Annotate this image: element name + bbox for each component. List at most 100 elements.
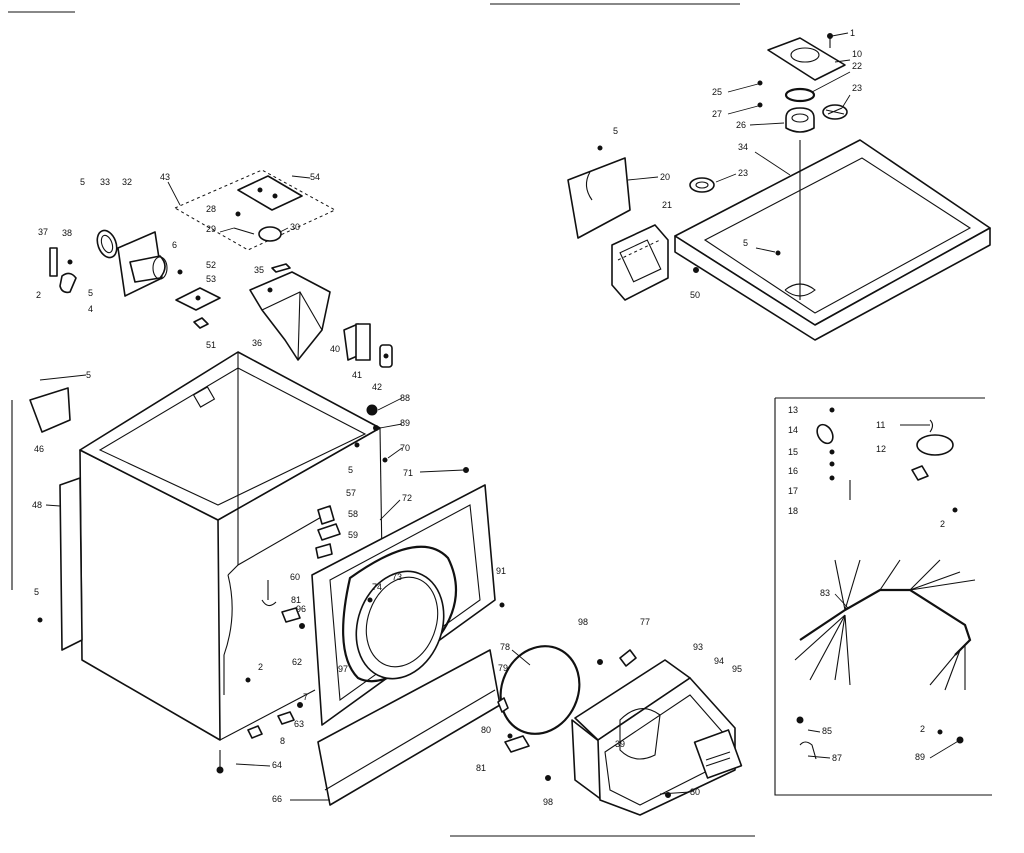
label-46: 46 xyxy=(34,444,44,454)
label-2d: 2 xyxy=(920,724,925,734)
leader-lines xyxy=(39,32,961,801)
door-assembly xyxy=(497,645,743,816)
label-53: 53 xyxy=(206,274,216,284)
label-5c: 5 xyxy=(80,177,85,187)
label-98a: 98 xyxy=(578,617,588,627)
label-85: 85 xyxy=(822,726,832,736)
label-37: 37 xyxy=(38,227,48,237)
label-81a: 81 xyxy=(291,595,301,605)
label-39: 39 xyxy=(615,739,625,749)
label-66: 66 xyxy=(272,794,282,804)
label-15: 15 xyxy=(788,447,798,457)
label-80b: 80 xyxy=(690,787,700,797)
label-8: 8 xyxy=(280,736,285,746)
label-40: 40 xyxy=(330,344,340,354)
label-28: 28 xyxy=(206,204,216,214)
label-18: 18 xyxy=(788,506,798,516)
label-74: 74 xyxy=(372,582,382,592)
label-87: 87 xyxy=(832,753,842,763)
label-12: 12 xyxy=(876,444,886,454)
label-5e: 5 xyxy=(86,370,91,380)
front-panel xyxy=(311,484,505,806)
label-1: 1 xyxy=(850,28,855,38)
blower-parts xyxy=(49,169,393,368)
label-62: 62 xyxy=(292,657,302,667)
label-2b: 2 xyxy=(258,662,263,672)
label-60: 60 xyxy=(290,572,300,582)
label-25: 25 xyxy=(712,87,722,97)
label-72: 72 xyxy=(402,493,412,503)
label-5b: 5 xyxy=(743,238,748,248)
label-20: 20 xyxy=(660,172,670,182)
label-5g: 5 xyxy=(34,587,39,597)
label-73: 73 xyxy=(392,572,402,582)
label-57: 57 xyxy=(346,488,356,498)
label-94: 94 xyxy=(714,656,724,666)
label-17: 17 xyxy=(788,486,798,496)
label-98b: 98 xyxy=(543,797,553,807)
label-6: 6 xyxy=(172,240,177,250)
cabinet xyxy=(29,351,469,774)
label-5d: 5 xyxy=(88,288,93,298)
label-30: 30 xyxy=(290,222,300,232)
label-96: 96 xyxy=(296,604,306,614)
label-89b: 89 xyxy=(915,752,925,762)
label-14: 14 xyxy=(788,425,798,435)
label-11: 11 xyxy=(876,420,885,430)
label-88: 88 xyxy=(400,393,410,403)
label-27: 27 xyxy=(712,109,722,119)
label-42: 42 xyxy=(372,382,382,392)
label-77: 77 xyxy=(640,617,650,627)
label-81b: 81 xyxy=(476,763,486,773)
label-13: 13 xyxy=(788,405,798,415)
bracket-and-module xyxy=(567,157,669,301)
label-80a: 80 xyxy=(481,725,491,735)
label-59: 59 xyxy=(348,530,358,540)
label-52: 52 xyxy=(206,260,216,270)
label-22: 22 xyxy=(852,61,862,71)
label-36: 36 xyxy=(252,338,262,348)
label-34: 34 xyxy=(738,142,748,152)
label-93: 93 xyxy=(693,642,703,652)
label-10: 10 xyxy=(852,49,862,59)
label-33: 33 xyxy=(100,177,110,187)
label-63: 63 xyxy=(294,719,304,729)
callout-labels: 1 10 22 23 25 27 26 5 34 20 23 21 5 50 4… xyxy=(32,28,945,807)
label-89: 89 xyxy=(400,418,410,428)
label-78: 78 xyxy=(500,642,510,652)
top-panel-assembly xyxy=(597,33,991,341)
label-23a: 23 xyxy=(852,83,862,93)
label-95: 95 xyxy=(732,664,742,674)
label-21: 21 xyxy=(662,200,672,210)
label-91: 91 xyxy=(496,566,506,576)
label-35: 35 xyxy=(254,265,264,275)
label-50: 50 xyxy=(690,290,700,300)
label-41: 41 xyxy=(352,370,362,380)
label-43: 43 xyxy=(160,172,170,182)
label-29: 29 xyxy=(206,224,216,234)
label-26: 26 xyxy=(736,120,746,130)
label-38: 38 xyxy=(62,228,72,238)
label-2c: 2 xyxy=(940,519,945,529)
label-48: 48 xyxy=(32,500,42,510)
label-83: 83 xyxy=(820,588,830,598)
label-70: 70 xyxy=(400,443,410,453)
label-51: 51 xyxy=(206,340,216,350)
harness-box xyxy=(774,397,992,796)
label-54: 54 xyxy=(310,172,320,182)
label-79: 79 xyxy=(498,663,508,673)
label-16: 16 xyxy=(788,466,798,476)
label-5a: 5 xyxy=(613,126,618,136)
label-23b: 23 xyxy=(738,168,748,178)
label-4: 4 xyxy=(88,304,93,314)
label-64: 64 xyxy=(272,760,282,770)
label-32: 32 xyxy=(122,177,132,187)
label-2a: 2 xyxy=(36,290,41,300)
label-58: 58 xyxy=(348,509,358,519)
label-71: 71 xyxy=(403,468,413,478)
label-5f: 5 xyxy=(348,465,353,475)
label-97: 97 xyxy=(338,664,348,674)
label-7: 7 xyxy=(303,692,308,702)
